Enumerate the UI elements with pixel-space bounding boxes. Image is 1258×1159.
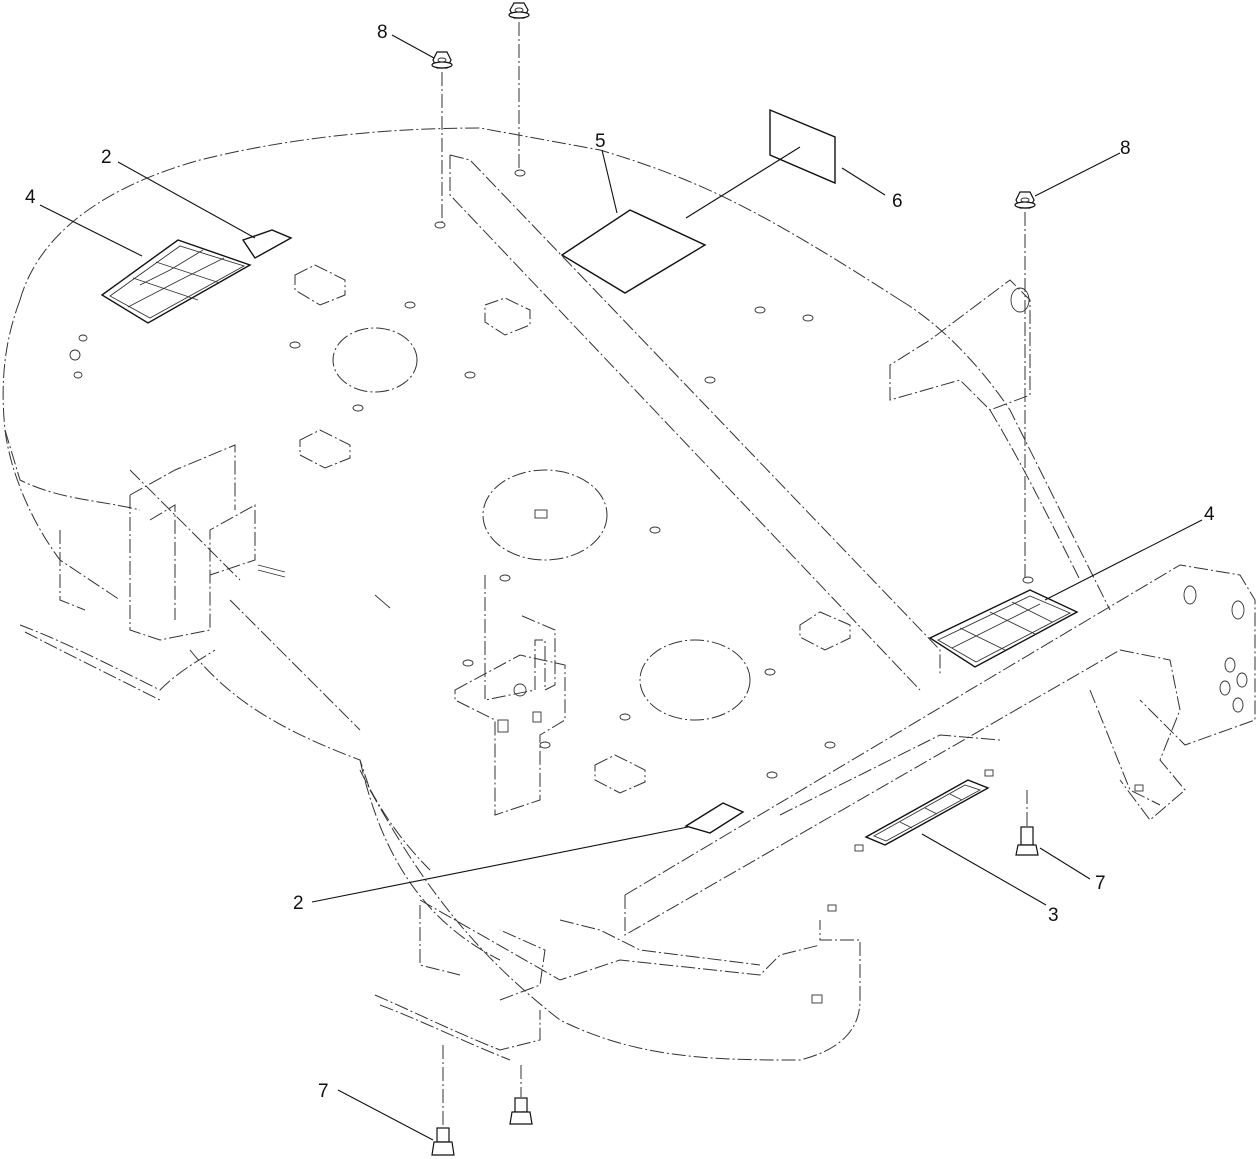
decal-4-left xyxy=(100,239,252,324)
callout-8-right: 8 xyxy=(1120,138,1131,159)
callout-4-right: 4 xyxy=(1204,504,1215,525)
flange-nut-8-right xyxy=(1014,191,1036,209)
callout-5: 5 xyxy=(595,131,606,152)
decal-2-center xyxy=(684,802,745,834)
bolt-7-right xyxy=(1015,826,1039,856)
mower-deck-outline xyxy=(2,127,1256,1061)
decal-2-left xyxy=(241,229,293,259)
callout-4-left: 4 xyxy=(25,187,36,208)
bolt-bottom-second xyxy=(509,1097,533,1125)
callout-7-left: 7 xyxy=(318,1081,329,1102)
decal-3 xyxy=(864,779,990,846)
flange-nut-8-left xyxy=(431,51,453,69)
callout-2-center: 2 xyxy=(293,893,304,914)
callout-3: 3 xyxy=(1048,905,1059,926)
bolt-7-bottom-left xyxy=(431,1127,455,1156)
callout-8-left: 8 xyxy=(377,22,388,43)
callout-6: 6 xyxy=(892,191,903,212)
leader-lines xyxy=(39,34,1203,1141)
decal-6 xyxy=(769,108,836,185)
callout-7-right: 7 xyxy=(1095,873,1106,894)
callout-2-left: 2 xyxy=(101,147,112,168)
decal-4-right xyxy=(928,589,1079,668)
decal-5 xyxy=(560,209,707,294)
flange-nut-top xyxy=(508,2,530,19)
